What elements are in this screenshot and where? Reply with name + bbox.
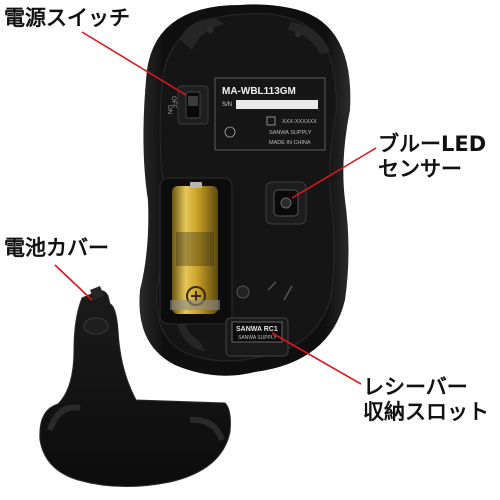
callout-receiver-slot: レシーバー 収納スロット xyxy=(363,375,489,425)
ce-mark-icon xyxy=(266,116,276,126)
blue-led-sensor xyxy=(265,181,307,225)
screw-icon xyxy=(236,285,250,299)
sn-field xyxy=(236,100,318,109)
battery-compartment xyxy=(159,177,233,325)
receiver-slot: SANWA RC1 SANWA SUPPLY xyxy=(225,317,289,357)
callout-line-slot xyxy=(271,332,362,385)
receiver-brand: SANWA SUPPLY xyxy=(238,335,277,341)
spec-plate: MA-WBL113GM S/N XXX-XXXXXX SANWA SUPPLY … xyxy=(214,77,326,151)
callout-line-cover xyxy=(54,264,93,301)
callout-line-led xyxy=(291,147,377,199)
callout-power-switch: 電源スイッチ xyxy=(4,6,130,30)
aa-battery xyxy=(172,182,218,314)
callout-battery-cover: 電池カバー xyxy=(4,236,109,260)
switch-mark-on: ON xyxy=(166,105,172,114)
callout-led-line1: ブルーLED xyxy=(378,132,487,156)
origin-text: MADE IN CHINA xyxy=(269,140,311,146)
callout-led-line2: センサー xyxy=(378,157,462,181)
callout-blue-led-sensor: ブルーLED センサー xyxy=(378,132,486,182)
callout-slot-line1: レシーバー xyxy=(363,375,468,399)
brand-text: SANWA SUPPLY xyxy=(269,130,312,136)
model-number: MA-WBL113GM xyxy=(222,86,296,97)
callout-line-switch xyxy=(81,31,187,96)
receiver-label: SANWA RC1 xyxy=(236,326,278,333)
arrow-mark xyxy=(267,281,293,301)
sn-label: S/N xyxy=(222,102,232,108)
switch-mark-off: OFF xyxy=(170,96,176,108)
callout-lines xyxy=(54,31,377,385)
battery-cover xyxy=(39,286,231,487)
code-text: XXX-XXXXXX xyxy=(282,119,317,125)
callout-slot-line2: 収納スロット xyxy=(363,400,489,424)
recycle-icon xyxy=(224,126,236,138)
